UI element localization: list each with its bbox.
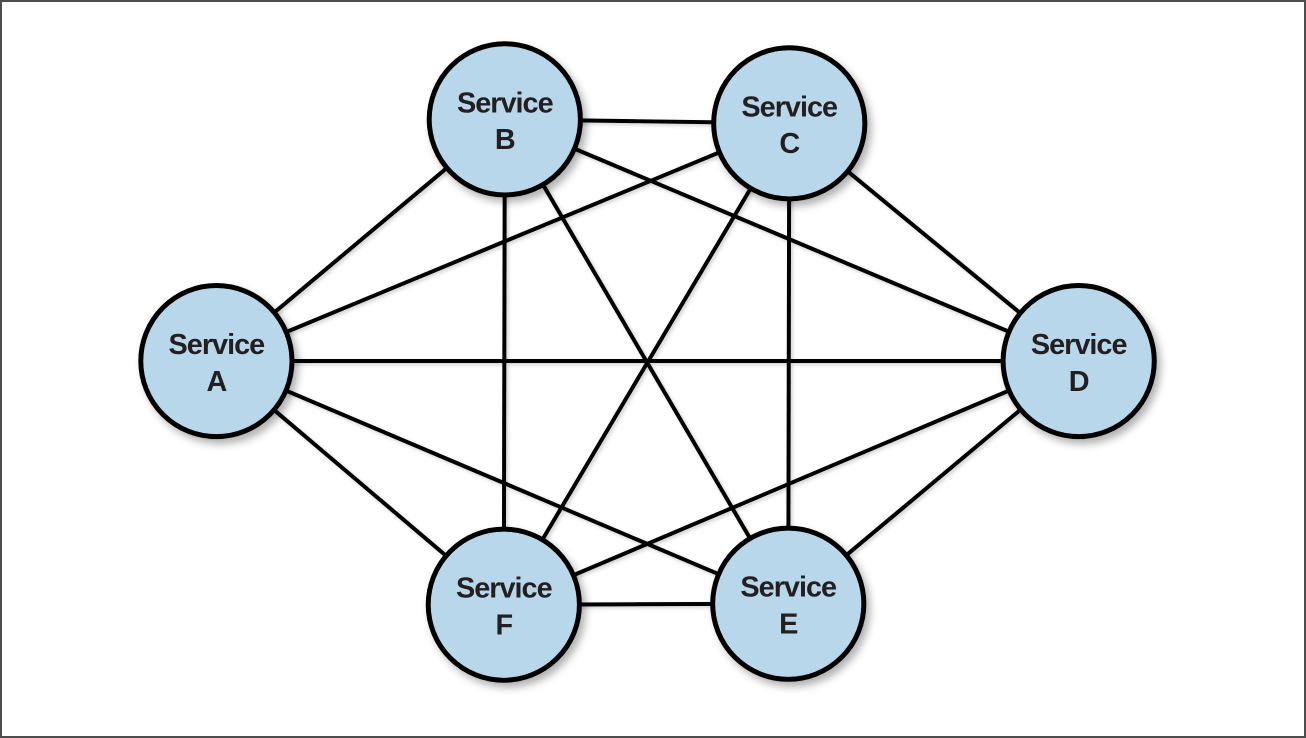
node-circle [138,282,295,440]
node-circle [426,41,583,198]
edge-d-f [503,359,1080,607]
edge-b-d [504,117,1080,363]
edge-b-f [501,119,507,605]
edges-layer [215,117,1080,607]
node-circle [711,45,868,202]
node-circle [710,525,867,682]
node-circle [425,526,582,683]
node-circle [1000,282,1157,440]
edge-c-e [786,123,792,604]
edge-c-f [502,122,791,606]
